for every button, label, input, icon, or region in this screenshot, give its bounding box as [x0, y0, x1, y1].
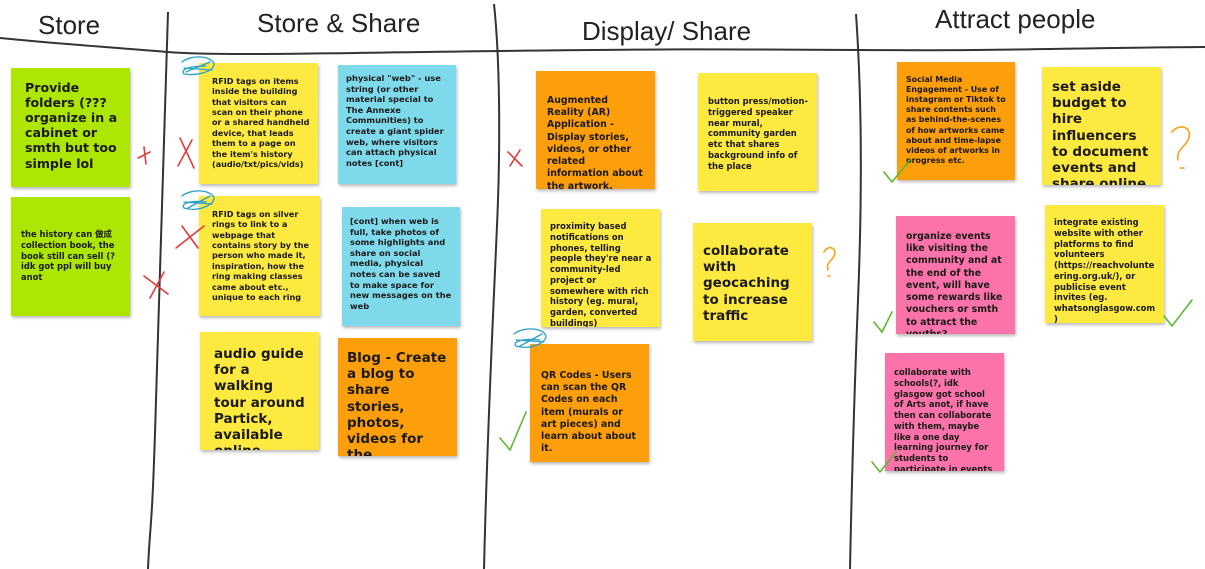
sticky-note-text: Social Media Engagement - Use of instagr…: [906, 75, 1006, 165]
sticky-note-proximity-notifications[interactable]: proximity based notifications on phones,…: [541, 209, 660, 327]
sticky-note-text: Provide folders (??? organize in a cabin…: [25, 80, 118, 171]
sticky-note-web-full[interactable]: [cont] when web is full, take photos of …: [342, 207, 460, 326]
sticky-note-text: Blog - Create a blog to share stories, p…: [347, 350, 447, 456]
sticky-note-influencers[interactable]: set aside budget to hire influencers to …: [1042, 67, 1161, 185]
sticky-note-text: physical "web" - use string (or other ma…: [346, 73, 444, 168]
green-check-mark-icon: [873, 311, 893, 334]
sticky-note-organize-events[interactable]: organize events like visiting the commun…: [896, 216, 1015, 334]
sticky-note-text: QR Codes - Users can scan the QR Codes o…: [541, 370, 636, 455]
red-cross-mark-icon: [507, 149, 523, 167]
column-title-display-share: Display/ Share: [582, 16, 752, 46]
column-title-store-share: Store & Share: [257, 8, 421, 38]
sticky-note-text: the history can 做成 collection book, the …: [21, 229, 116, 282]
orange-question-mark-icon: [823, 246, 836, 277]
sticky-note-text: organize events like visiting the commun…: [906, 231, 1003, 334]
sticky-note-collaborate-schools[interactable]: collaborate with schools(?, idk glasgow …: [885, 353, 1004, 471]
sticky-note-rfid-items[interactable]: RFID tags on items inside the building t…: [199, 63, 318, 184]
sticky-note-text: Augmented Reality (AR) Application - Dis…: [547, 95, 643, 189]
sticky-note-text: RFID tags on silver rings to link to a w…: [212, 209, 309, 302]
sticky-note-qr-codes[interactable]: QR Codes - Users can scan the QR Codes o…: [530, 344, 649, 462]
sticky-note-social-media[interactable]: Social Media Engagement - Use of instagr…: [897, 62, 1015, 180]
sticky-note-text: [cont] when web is full, take photos of …: [350, 216, 452, 311]
sticky-note-text: RFID tags on items inside the building t…: [212, 76, 310, 169]
red-cross-mark-icon: [137, 146, 151, 165]
orange-question-mark-icon: [1171, 126, 1191, 169]
sticky-note-physical-web[interactable]: physical "web" - use string (or other ma…: [338, 65, 456, 184]
sticky-note-audio-guide[interactable]: audio guide for a walking tour around Pa…: [200, 332, 319, 450]
sticky-note-ar-application[interactable]: Augmented Reality (AR) Application - Dis…: [536, 71, 655, 189]
sticky-note-provide-folders[interactable]: Provide folders (??? organize in a cabin…: [11, 68, 130, 187]
sticky-note-text: collaborate with schools(?, idk glasgow …: [894, 367, 993, 471]
green-check-mark-icon: [499, 411, 527, 452]
sticky-note-blog[interactable]: Blog - Create a blog to share stories, p…: [338, 338, 457, 456]
red-cross-mark-icon: [143, 271, 169, 299]
column-title-attract-people: Attract people: [935, 4, 1096, 34]
sticky-note-text: proximity based notifications on phones,…: [550, 221, 652, 327]
sticky-note-text: integrate existing website with other pl…: [1054, 217, 1156, 323]
sticky-note-text: collaborate with geocaching to increase …: [703, 243, 790, 324]
sticky-note-integrate-website[interactable]: integrate existing website with other pl…: [1045, 205, 1164, 323]
red-cross-mark-icon: [177, 137, 195, 169]
sticky-note-text: button press/motion-triggered speaker ne…: [708, 96, 808, 171]
column-title-store: Store: [38, 10, 101, 40]
sticky-note-geocaching[interactable]: collaborate with geocaching to increase …: [693, 223, 812, 341]
sticky-note-history-book[interactable]: the history can 做成 collection book, the …: [11, 197, 130, 316]
sticky-note-rfid-rings[interactable]: RFID tags on silver rings to link to a w…: [199, 196, 320, 316]
green-check-mark-icon: [1163, 299, 1193, 328]
sticky-note-button-speaker[interactable]: button press/motion-triggered speaker ne…: [698, 73, 817, 191]
sticky-note-text: set aside budget to hire influencers to …: [1052, 79, 1149, 185]
sticky-note-text: audio guide for a walking tour around Pa…: [214, 346, 305, 450]
